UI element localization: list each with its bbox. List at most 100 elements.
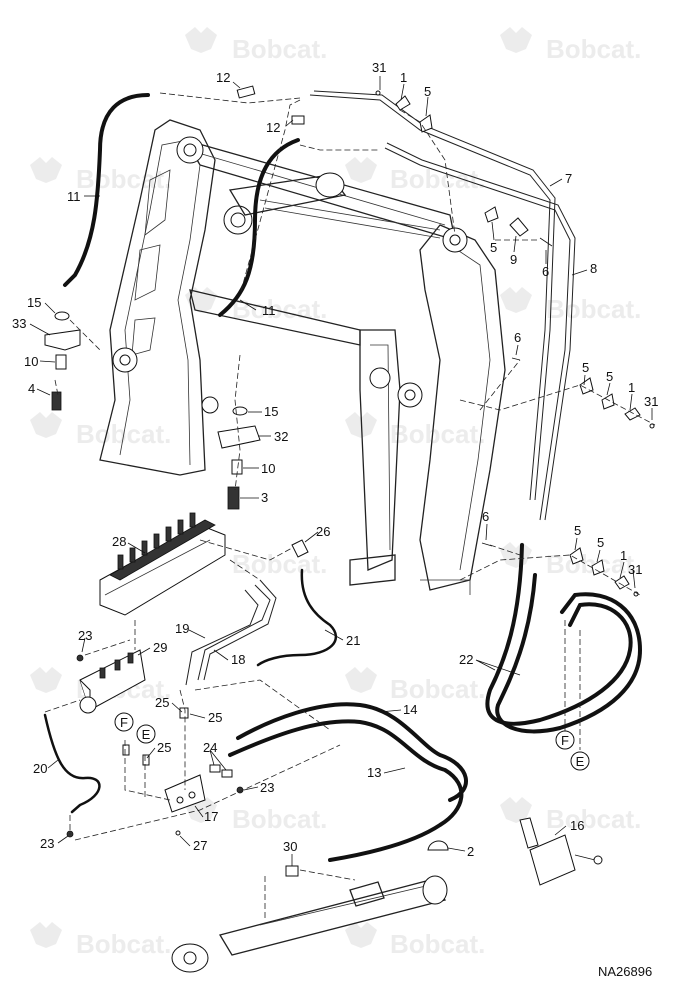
callout-30: 30: [283, 839, 297, 854]
watermark-logo-icon: [30, 412, 62, 438]
svg-text:E: E: [142, 727, 151, 742]
watermark-logo-icon: [30, 157, 62, 183]
callout-16: 16: [570, 818, 584, 833]
watermark-logo-icon: [30, 667, 62, 693]
hose-21: [256, 568, 337, 667]
callout-14: 14: [403, 702, 417, 717]
watermark-logo-icon: [185, 287, 217, 313]
manifold-17: [164, 774, 206, 813]
callout-7: 7: [565, 171, 572, 186]
svg-text:F: F: [561, 733, 569, 748]
hose-22-pair: [485, 543, 643, 734]
connector-E-right: E: [570, 751, 590, 771]
watermark-text: Bobcat.: [76, 164, 171, 194]
watermark-logo-icon: [345, 667, 377, 693]
callout-20: 20: [33, 761, 47, 776]
callout-27: 27: [193, 838, 207, 853]
callout-5: 5: [606, 369, 613, 384]
callout-15: 15: [264, 404, 278, 419]
callout-1: 1: [620, 548, 627, 563]
callout-1: 1: [628, 380, 635, 395]
callout-24: 24: [203, 740, 217, 755]
callout-12: 12: [216, 70, 230, 85]
tube-18-19: [185, 579, 277, 686]
callout-23: 23: [40, 836, 54, 851]
watermark-text: Bobcat.: [390, 419, 485, 449]
callout-19: 19: [175, 621, 189, 636]
watermark-logo-icon: [500, 542, 532, 568]
watermark-logo-icon: [345, 922, 377, 948]
callout-18: 18: [231, 652, 245, 667]
callout-12: 12: [266, 120, 280, 135]
callout-6: 6: [514, 330, 521, 345]
watermark-text: Bobcat.: [546, 804, 641, 834]
callout-23: 23: [78, 628, 92, 643]
boom-frame: [99, 119, 506, 595]
connector-F-left: F: [114, 712, 134, 732]
callout-labels: 31 1 5 12 12 7 11 5 9 6 8 15 11 33 6 10 …: [12, 60, 658, 859]
leader-lines: [29, 76, 653, 866]
hose-11-left: [63, 93, 150, 287]
watermark-logo-icon: [500, 287, 532, 313]
hose-13: [228, 719, 464, 862]
steel-tube-8: [384, 142, 576, 521]
callout-10: 10: [261, 461, 275, 476]
callout-25: 25: [155, 695, 169, 710]
connector-E-left: E: [136, 724, 156, 744]
drawing-number: NA26896: [598, 964, 652, 979]
callout-6: 6: [542, 264, 549, 279]
callout-15: 15: [27, 295, 41, 310]
callout-31: 31: [644, 394, 658, 409]
watermark-logo-icon: [345, 157, 377, 183]
watermark-logo-icon: [185, 27, 217, 53]
fittings: [44, 85, 655, 877]
callout-23: 23: [260, 780, 274, 795]
callout-26: 26: [316, 524, 330, 539]
hose-14: [236, 702, 468, 802]
callout-32: 32: [274, 429, 288, 444]
callout-8: 8: [590, 261, 597, 276]
watermark-logo-icon: [500, 797, 532, 823]
manifold-29: [79, 649, 146, 714]
callout-31: 31: [372, 60, 386, 75]
watermark-text: Bobcat.: [390, 164, 485, 194]
watermark-text: Bobcat.: [546, 34, 641, 64]
callout-21: 21: [346, 633, 360, 648]
callout-5: 5: [424, 84, 431, 99]
callout-22: 22: [459, 652, 473, 667]
watermark-text: Bobcat.: [76, 929, 171, 959]
callout-31: 31: [628, 562, 642, 577]
svg-text:F: F: [120, 715, 128, 730]
dashed-reference-lines: [44, 92, 656, 920]
callout-17: 17: [204, 809, 218, 824]
watermark-logo-icon: [30, 922, 62, 948]
svg-text:E: E: [576, 754, 585, 769]
hose-11-right: [218, 138, 300, 317]
watermark-layer: Bobcat. Bobcat. Bobcat. Bobcat. Bobcat. …: [30, 27, 641, 959]
steel-tube-7: [309, 90, 556, 501]
watermark-text: Bobcat.: [546, 294, 641, 324]
control-valve-28: [99, 512, 226, 616]
callout-29: 29: [153, 640, 167, 655]
connector-F-right: F: [555, 730, 575, 750]
callout-5: 5: [597, 535, 604, 550]
callout-5: 5: [582, 360, 589, 375]
watermark-text: Bobcat.: [390, 674, 485, 704]
callout-4: 4: [28, 381, 35, 396]
callout-33: 33: [12, 316, 26, 331]
callout-6: 6: [482, 509, 489, 524]
watermark-logo-icon: [500, 27, 532, 53]
watermark-text: Bobcat.: [390, 929, 485, 959]
callout-3: 3: [261, 490, 268, 505]
callout-25: 25: [157, 740, 171, 755]
callout-10: 10: [24, 354, 38, 369]
callout-1: 1: [400, 70, 407, 85]
callout-11: 11: [262, 303, 276, 318]
callout-5: 5: [490, 240, 497, 255]
watermark-text: Bobcat.: [232, 804, 327, 834]
callout-25: 25: [208, 710, 222, 725]
hydraulic-cylinder: [171, 875, 448, 973]
hose-20: [43, 713, 101, 814]
callout-13: 13: [367, 765, 381, 780]
